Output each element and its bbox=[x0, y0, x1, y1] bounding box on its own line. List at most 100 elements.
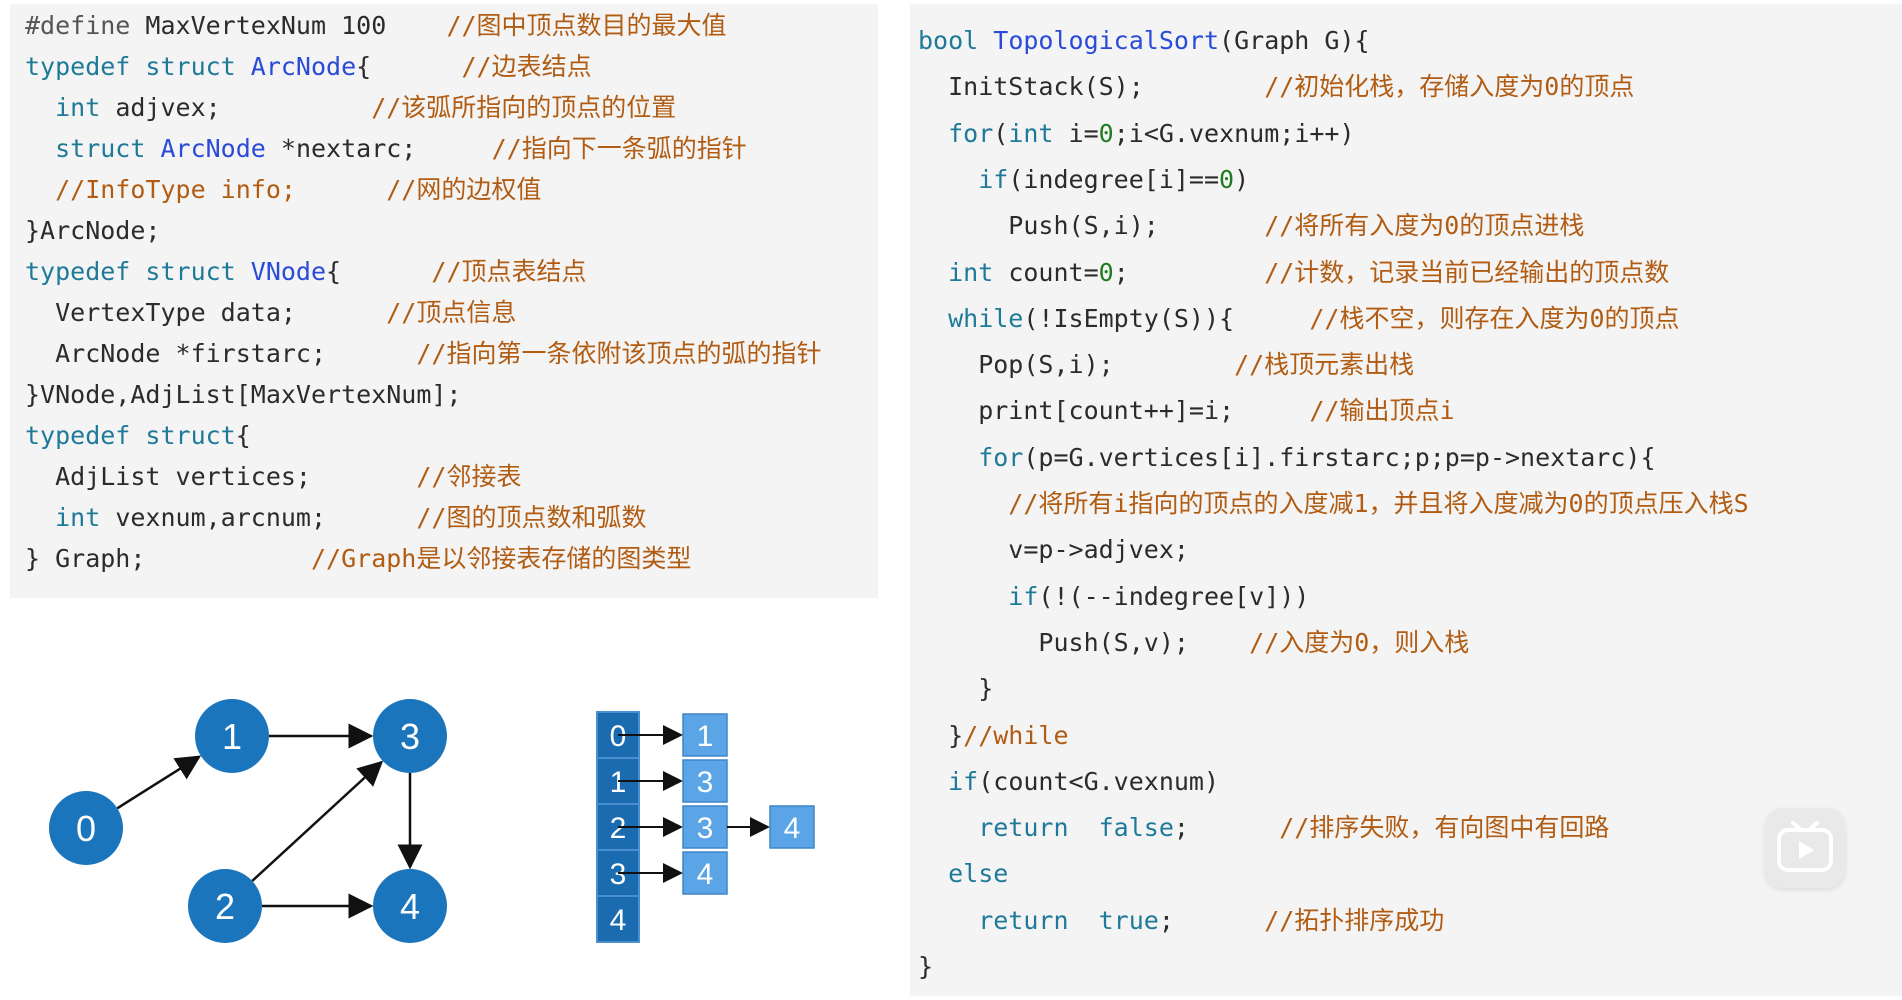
adj-arc-node bbox=[682, 851, 728, 895]
sort-code-token: Pop(S,i); bbox=[918, 350, 1235, 380]
struct-code-token: *nextarc; bbox=[280, 134, 492, 163]
sort-code-token: } bbox=[918, 720, 964, 750]
graph-node-circle bbox=[188, 869, 262, 943]
struct-code-token: struct bbox=[145, 52, 251, 81]
graph-node-circle bbox=[195, 699, 269, 773]
sort-code-token: else bbox=[918, 859, 1009, 889]
sort-code-token: while bbox=[918, 303, 1024, 333]
adj-arc-label: 4 bbox=[784, 812, 801, 845]
struct-code-token: { bbox=[235, 421, 251, 450]
graph-node-circle bbox=[49, 791, 123, 865]
struct-code-line: VertexType data; //顶点信息 bbox=[25, 296, 516, 330]
sort-code-line: return true; //拓扑排序成功 bbox=[918, 904, 1444, 938]
sort-code-token: 0 bbox=[1098, 118, 1114, 148]
sort-code-token: //入度为0，则入栈 bbox=[1249, 627, 1470, 657]
sort-code-line: if(indegree[i]==0) bbox=[918, 163, 1249, 197]
struct-code-token: //指向下一条弧的指针 bbox=[491, 134, 747, 163]
graph-node-label: 2 bbox=[215, 886, 235, 927]
sort-code-token: //将所有入度为0的顶点进栈 bbox=[1264, 211, 1585, 241]
sort-code-line: for(p=G.vertices[i].firstarc;p;p=p->next… bbox=[918, 441, 1656, 475]
sort-code-token: //拓扑排序成功 bbox=[1264, 905, 1445, 935]
sort-code-token: //初始化栈，存储入度为0的顶点 bbox=[1264, 72, 1635, 102]
struct-code-token: struct bbox=[145, 421, 236, 450]
sort-code-line: Push(S,v); //入度为0，则入栈 bbox=[918, 626, 1469, 660]
sort-code-token: //while bbox=[963, 720, 1069, 750]
struct-code-line: struct ArcNode *nextarc; //指向下一条弧的指针 bbox=[25, 132, 747, 166]
sort-code-token: ;i<G.vexnum;i++) bbox=[1113, 118, 1355, 148]
struct-code-token: //邻接表 bbox=[416, 462, 522, 491]
struct-code-token: } Graph; bbox=[25, 544, 311, 573]
struct-code-token: int bbox=[25, 503, 116, 532]
adj-vertex-label: 0 bbox=[610, 720, 627, 753]
struct-code-token: //Graph是以邻接表存储的图类型 bbox=[310, 544, 692, 573]
sort-code-token: (count<G.vexnum) bbox=[978, 766, 1220, 796]
sort-code-token: } bbox=[918, 952, 934, 981]
sort-code-line: //将所有i指向的顶点的入度减1，并且将入度减为0的顶点压入栈S bbox=[918, 487, 1748, 521]
sort-code-token: if bbox=[918, 766, 979, 796]
struct-code-line: }ArcNode; bbox=[25, 214, 160, 248]
sort-code-token: ( bbox=[993, 118, 1009, 148]
play-icon bbox=[1777, 821, 1833, 872]
struct-code-line: int adjvex; //该弧所指向的顶点的位置 bbox=[25, 91, 676, 125]
sort-code-line: return false; //排序失败，有向图中有回路 bbox=[918, 811, 1609, 845]
sort-code-token: Push(S,v); bbox=[918, 627, 1250, 657]
adj-arc-label: 3 bbox=[697, 812, 714, 845]
sort-code-token: //栈顶元素出栈 bbox=[1234, 350, 1415, 380]
adj-vertex-label: 4 bbox=[610, 904, 627, 937]
struct-code-token: //边表结点 bbox=[461, 52, 592, 81]
play-button[interactable] bbox=[1765, 808, 1845, 888]
graph-node-3: 3 bbox=[373, 699, 447, 773]
struct-code-token: //顶点表结点 bbox=[431, 257, 587, 286]
sort-code-token: ) bbox=[1234, 164, 1250, 194]
sort-code-token: (indegree[i]== bbox=[1008, 164, 1220, 194]
sort-code-line: int count=0; //计数，记录当前已经输出的顶点数 bbox=[918, 256, 1669, 290]
struct-code-line: ArcNode *firstarc; //指向第一条依附该顶点的弧的指针 bbox=[25, 337, 821, 371]
struct-code-token: VertexType data; bbox=[25, 298, 387, 327]
sort-code-token: ; bbox=[1158, 905, 1265, 935]
struct-code-line: typedef struct VNode{ //顶点表结点 bbox=[25, 255, 587, 289]
sort-code-token: (!IsEmpty(S)){ bbox=[1023, 303, 1310, 333]
adj-arc-node bbox=[682, 713, 728, 757]
struct-code-token: //InfoType info; //网的边权值 bbox=[25, 175, 542, 204]
sort-code-line: } bbox=[918, 950, 933, 984]
adj-arc-node bbox=[769, 805, 815, 849]
sort-code-line: Push(S,i); //将所有入度为0的顶点进栈 bbox=[918, 209, 1584, 243]
graph-node-label: 0 bbox=[76, 808, 96, 849]
sort-code-token: TopologicalSort bbox=[993, 26, 1220, 55]
sort-code-token: true bbox=[1098, 905, 1159, 935]
sort-code-line: if(count<G.vexnum) bbox=[918, 765, 1219, 799]
struct-code-token: { bbox=[326, 257, 432, 286]
struct-code-token: ArcNode bbox=[250, 52, 357, 81]
struct-code-token: //该弧所指向的顶点的位置 bbox=[371, 93, 677, 122]
graph-node-label: 3 bbox=[400, 716, 420, 757]
struct-code-line: }VNode,AdjList[MaxVertexNum]; bbox=[25, 378, 462, 412]
sort-code-token: InitStack(S); bbox=[918, 72, 1265, 102]
struct-code-line: int vexnum,arcnum; //图的顶点数和弧数 bbox=[25, 501, 646, 535]
adj-arc-label: 3 bbox=[697, 766, 714, 799]
adj-arc-label: 4 bbox=[697, 858, 714, 891]
adj-vertex-label: 2 bbox=[610, 812, 627, 845]
struct-code-token: #define bbox=[25, 11, 146, 40]
sort-code-token: v=p->adjvex; bbox=[918, 535, 1189, 565]
sort-code-token: ; bbox=[1113, 257, 1265, 287]
struct-code-token: //指向第一条依附该顶点的弧的指针 bbox=[416, 339, 822, 368]
graph-edge-0-1 bbox=[116, 755, 202, 810]
sort-code-token: //计数，记录当前已经输出的顶点数 bbox=[1264, 257, 1670, 287]
struct-code-token: }ArcNode; bbox=[25, 216, 161, 245]
struct-code-token: typedef bbox=[25, 257, 146, 286]
sort-code-token: (!(--indegree[v])) bbox=[1038, 581, 1310, 611]
struct-code-token: AdjList vertices; bbox=[25, 462, 417, 491]
graph-node-4: 4 bbox=[373, 869, 447, 943]
sort-code-token: //输出顶点i bbox=[1309, 396, 1455, 426]
sort-code-token: (p=G.vertices[i].firstarc;p;p=p->nextarc… bbox=[1023, 442, 1656, 472]
graph-node-label: 4 bbox=[400, 886, 420, 927]
struct-code-token: { bbox=[356, 52, 462, 81]
sort-code-line: for(int i=0;i<G.vexnum;i++) bbox=[918, 117, 1355, 151]
sort-code-token: if bbox=[918, 164, 1009, 194]
sort-code-token: i= bbox=[1068, 118, 1099, 148]
sort-code-line: else bbox=[918, 857, 1008, 891]
adj-vertex-label: 3 bbox=[610, 858, 627, 891]
graph-node-2: 2 bbox=[188, 869, 262, 943]
